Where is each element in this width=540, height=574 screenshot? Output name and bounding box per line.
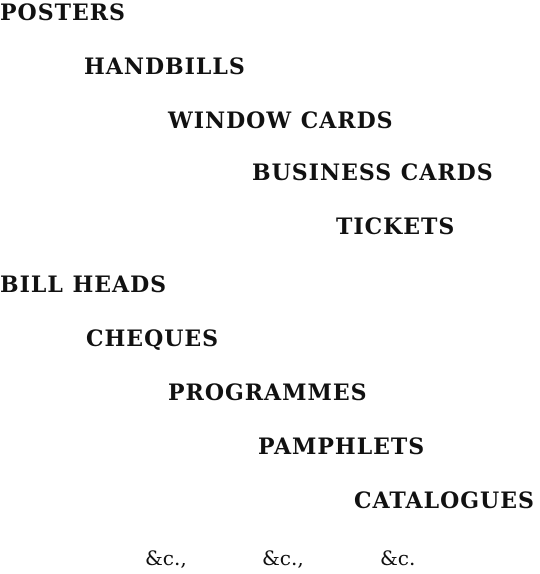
item-business-cards: BUSINESS CARDS <box>252 160 494 186</box>
item-programmes: PROGRAMMES <box>168 380 368 406</box>
item-pamphlets: PAMPHLETS <box>258 434 426 460</box>
item-handbills: HANDBILLS <box>84 54 246 80</box>
item-window-cards: WINDOW CARDS <box>168 108 394 134</box>
etc-1: &c., <box>145 546 187 570</box>
item-posters: POSTERS <box>0 0 126 26</box>
etc-3: &c. <box>380 546 416 570</box>
item-bill-heads: BILL HEADS <box>0 272 168 298</box>
item-catalogues: CATALOGUES <box>354 488 535 514</box>
item-tickets: TICKETS <box>336 214 456 240</box>
etc-2: &c., <box>262 546 304 570</box>
item-cheques: CHEQUES <box>86 326 220 352</box>
